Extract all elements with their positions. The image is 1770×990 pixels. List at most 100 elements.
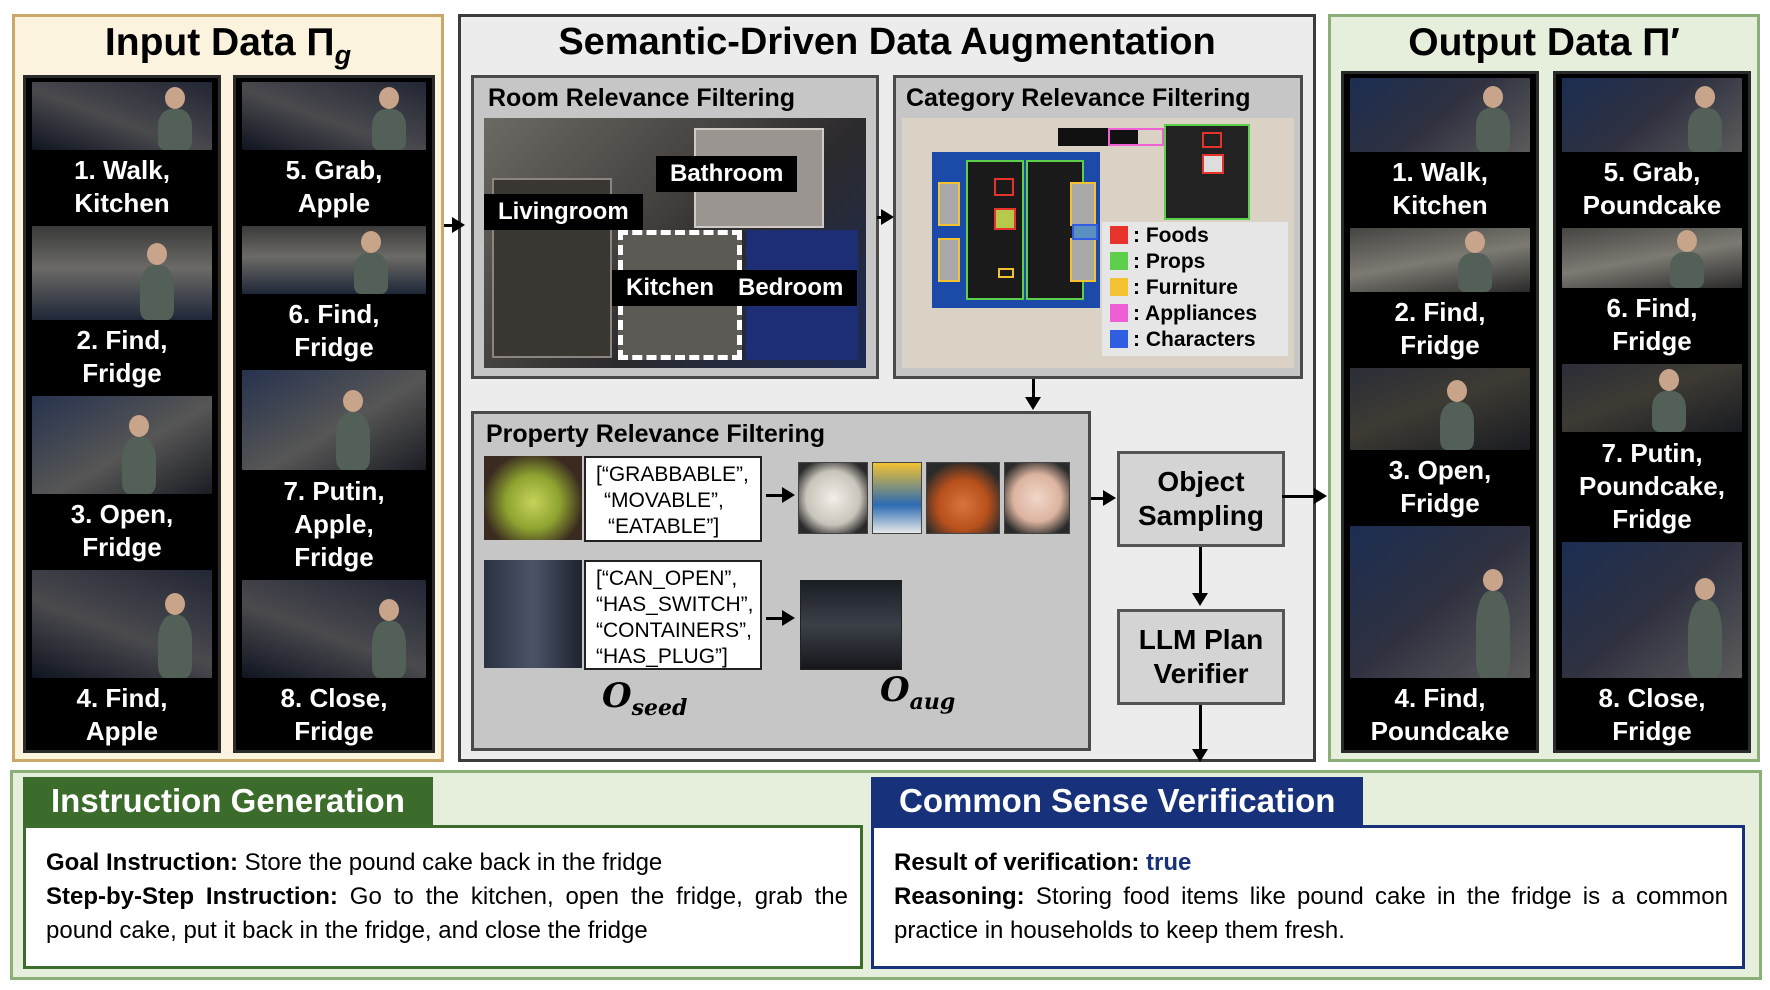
arrow-input-to-semantic-head [452,217,465,233]
chair-3 [1070,182,1096,226]
step-scene-image [1350,228,1530,292]
character-head [165,593,185,615]
character-figure [1458,253,1492,292]
step-scene-image [32,82,212,150]
arrow-props1 [766,494,786,497]
legend-foods-swatch [1110,226,1128,244]
step-label: 7. Putin, Apple, Fridge [283,475,385,572]
character-head [165,87,185,109]
bottom-panel: Instruction Generation Goal Instruction:… [10,770,1762,980]
character-head [1465,231,1485,253]
character-box [1072,224,1098,240]
character-figure [1440,402,1474,450]
aug-poundcake-image [926,462,1000,534]
character-figure [354,253,388,294]
category-legend: : Foods : Props : Furniture : Appliances… [1102,222,1288,356]
furniture-box [998,268,1014,278]
legend-props-swatch [1110,252,1128,270]
arrow-input-to-semantic [444,224,456,227]
output-data-title: Output Data Π′ [1408,21,1680,64]
input-step-column-2: 5. Grab, Apple 6. Find, Fridge 7. Putin, A… [233,75,435,753]
livingroom-label: Livingroom [484,194,643,230]
step-label: 2. Find, Fridge [76,325,168,388]
step-scene-image [242,82,426,150]
legend-appliances-swatch [1110,304,1128,322]
arrow-property-to-sampling [1091,497,1105,500]
common-sense-verification-box: Result of verification: true Reasoning: … [871,825,1745,969]
step-label: 4. Find, Poundcake [1370,683,1510,746]
character-head [1447,380,1467,402]
arrow-category-to-property-head [1025,397,1041,410]
step-label: 7. Putin, Poundcake, Fridge [1579,437,1725,534]
o-seed-label: Oseed [602,676,688,721]
step-cell: 5. Grab, Poundcake [1556,74,1748,224]
character-figure [1476,591,1510,678]
arrow-sampling-to-output-head [1314,488,1327,504]
step-cell: 3. Open, Fridge [1344,364,1536,522]
character-head [343,390,363,412]
character-figure [158,109,192,150]
step-cell: 3. Open, Fridge [26,392,218,566]
semantic-augmentation-title: Semantic-Driven Data Augmentation [558,21,1216,63]
verification-result: Result of verification: true [894,849,1192,876]
room-relevance-panel: Room Relevance Filtering Bathroom Living… [471,75,879,379]
food-box-2 [994,208,1016,230]
arrow-props1-head [782,487,795,503]
character-head [147,243,167,265]
appliance-box [1108,128,1164,146]
arrow-property-to-sampling-head [1103,490,1116,506]
legend-foods: : Foods [1110,224,1209,248]
step-cell: 2. Find, Fridge [1344,224,1536,364]
step-scene-image [1562,78,1742,152]
character-figure [140,265,174,320]
step-cell: 7. Putin, Poundcake, Fridge [1556,360,1748,538]
category-relevance-title: Category Relevance Filtering [906,84,1251,112]
step-scene-image [32,570,212,678]
chair-4 [1070,238,1096,282]
legend-characters-swatch [1110,330,1128,348]
property-relevance-title: Property Relevance Filtering [486,420,826,448]
arrow-verifier-to-bottom [1199,705,1202,751]
instruction-generation-title: Instruction Generation [23,777,433,825]
apple-bowl-image [484,456,582,540]
step-label: 4. Find, Apple [76,683,168,746]
character-figure [372,109,406,150]
step-label: 6. Find, Fridge [288,299,380,362]
arrow-props2-head [782,610,795,626]
character-figure [1688,108,1722,152]
step-scene-image [1562,364,1742,432]
step-cell: 1. Walk, Kitchen [1344,74,1536,224]
aug-food-2-image [872,462,922,534]
arrow-room-to-category-head [881,209,894,225]
character-head [1695,578,1715,600]
step-scene-image [1350,526,1530,678]
step-cell: 2. Find, Fridge [26,222,218,392]
food-box-1 [994,178,1014,196]
food-box-4 [1202,154,1224,174]
step-label: 5. Grab, Poundcake [1582,157,1722,220]
character-head [1677,230,1697,252]
step-scene-image [1562,542,1742,678]
step-cell: 8. Close, Fridge [1556,538,1748,750]
step-cell: 4. Find, Poundcake [1344,522,1536,750]
character-head [1483,86,1503,108]
step-cell: 6. Find, Fridge [1556,224,1748,360]
room-relevance-title: Room Relevance Filtering [488,84,796,112]
step-scene-image [1562,228,1742,288]
character-figure [1670,252,1704,288]
step-scene-image [32,396,212,494]
input-data-title: Input Data Πg [104,21,352,70]
character-head [379,87,399,109]
arrow-props2 [766,617,786,620]
step-cell: 8. Close, Fridge [236,576,432,750]
chair-1 [938,182,960,226]
character-head [361,231,381,253]
kitchen-label: Kitchen [612,270,729,306]
arrow-room-to-category [877,216,883,219]
character-figure [1652,391,1686,432]
step-label: 5. Grab, Apple [285,155,383,218]
step-cell: 6. Find, Fridge [236,222,432,366]
verification-reasoning: Reasoning: Storing food items like pound… [894,883,1728,944]
